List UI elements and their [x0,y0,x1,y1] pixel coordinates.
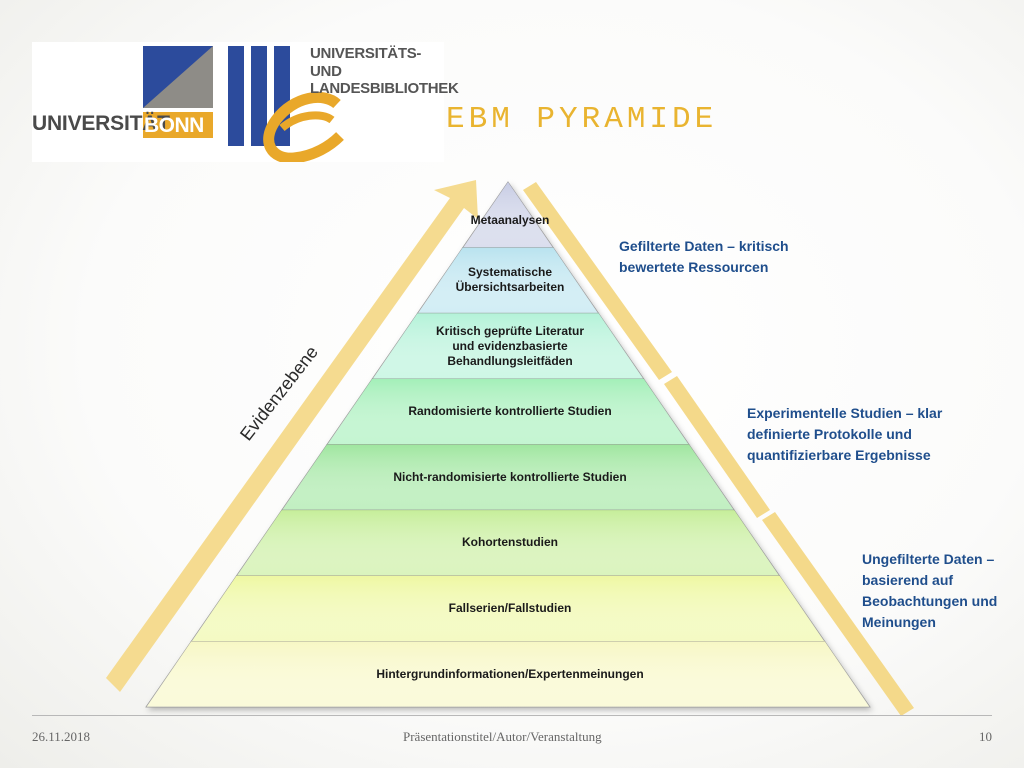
bracket-unfiltered [762,512,914,716]
library-name-line2: UND LANDESBIBLIOTHEK [310,63,459,97]
footer-divider [32,715,992,716]
footer-presentation-title: Präsentationstitel/Autor/Veranstaltung [403,729,602,744]
annotation-unfiltered: Ungefilterte Daten – basierend auf Beoba… [862,549,1022,633]
pyramid-level-shade-7 [191,575,825,642]
pyramid-level-label-2: Systematische Übersichtsarbeiten [455,265,565,295]
pyramid-level-label-5: Nicht-randomisierte kontrollierte Studie… [393,469,627,484]
pyramid-level-shade-2 [417,247,599,314]
pyramid-level-label-1: Metaanalysen [470,213,550,228]
pyramid-level-shade-3 [372,313,644,379]
footer-page-number: 10 [979,729,992,744]
pyramid-level-shade-5 [281,444,735,511]
annotation-experimental: Experimentelle Studien – klar definierte… [747,403,987,466]
university-city: BONN [144,114,204,137]
university-prefix: UNIVERSITÄT [32,112,170,135]
slide-title: EBM PYRAMIDE [446,102,718,137]
pyramid-level-label-4: Randomisierte kontrollierte Studien [408,404,612,419]
bracket-filtered [523,182,672,380]
library-name-line1: UNIVERSITÄTS- [310,45,422,62]
bracket-experimental [664,376,770,518]
pyramid-level-shade-8 [146,641,870,707]
annotation-filtered-text: Gefilterte Daten – kritisch bewertete Re… [619,238,789,275]
pyramid-level-shade-1 [462,182,554,248]
pyramid-level-label-3: Kritisch geprüfte Literatur und evidenzb… [435,323,585,368]
annotation-filtered: Gefilterte Daten – kritisch bewertete Re… [619,236,839,278]
footer-date: 26.11.2018 [32,729,91,744]
evidence-arrow [106,180,478,692]
pyramid-level-label-7: Fallserien/Fallstudien [448,601,572,616]
annotation-experimental-text: Experimentelle Studien – klar definierte… [747,405,943,463]
university-logo: UNIVERSITÄT BONN UNIVERSITÄTS- UND LANDE… [32,42,459,162]
logo-graphic [143,46,344,162]
pyramid-level-shade-6 [236,510,780,576]
pyramid-level-shade-4 [327,378,689,445]
annotation-unfiltered-text: Ungefilterte Daten – basierend auf Beoba… [862,551,998,630]
pyramid-level-label-6: Kohortenstudien [462,535,558,550]
pyramid-level-label-8: Hintergrundinformationen/Expertenmeinung… [376,666,644,681]
